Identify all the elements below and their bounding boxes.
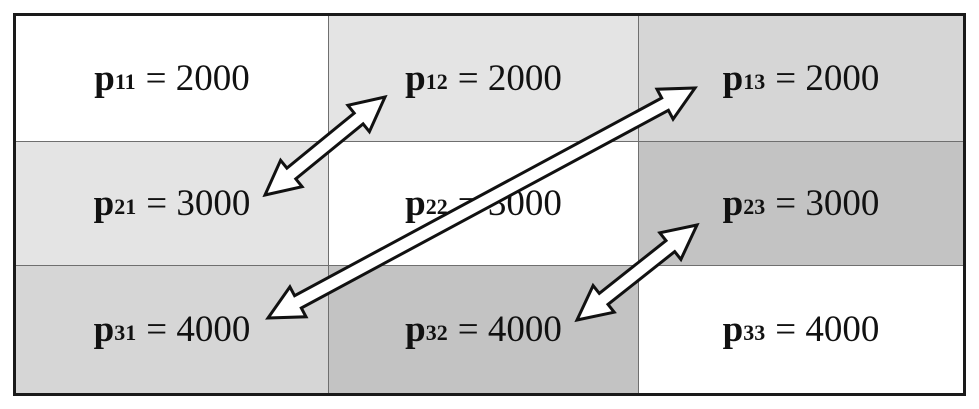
swap-arrow-p32-p23 (574, 222, 700, 323)
cell-subscript: 12 (425, 68, 448, 94)
cell-value: = 4000 (457, 309, 562, 350)
cell-var: p (722, 309, 744, 350)
cell-var: p (722, 183, 744, 224)
cell-value: = 2000 (775, 58, 880, 99)
cell-var: p (405, 183, 426, 224)
swap-arrow-p31-p13 (265, 86, 698, 320)
cell-var: p (94, 58, 115, 99)
swap-arrow-p21-p12 (262, 94, 388, 198)
cell-subscript: 33 (743, 319, 766, 345)
cell-value: = 3000 (775, 183, 880, 224)
cell-subscript: 21 (114, 193, 137, 219)
cell-subscript: 32 (425, 319, 448, 345)
cell-subscript: 22 (425, 193, 448, 219)
cell-subscript: 31 (114, 319, 137, 345)
cell-value: = 2000 (457, 58, 562, 99)
cell-subscript: 13 (743, 68, 766, 94)
cell-var: p (93, 183, 115, 224)
cell-subscript: 23 (743, 193, 766, 219)
cell-value: = 3000 (146, 183, 251, 224)
cell-var: p (93, 309, 115, 350)
cell-var: p (405, 309, 426, 350)
cell-value: = 4000 (146, 309, 251, 350)
cell-value: = 4000 (775, 309, 880, 350)
cell-value: = 2000 (145, 58, 250, 99)
cell-var: p (722, 58, 744, 99)
cell-var: p (405, 58, 426, 99)
cell-subscript: 11 (114, 68, 136, 94)
